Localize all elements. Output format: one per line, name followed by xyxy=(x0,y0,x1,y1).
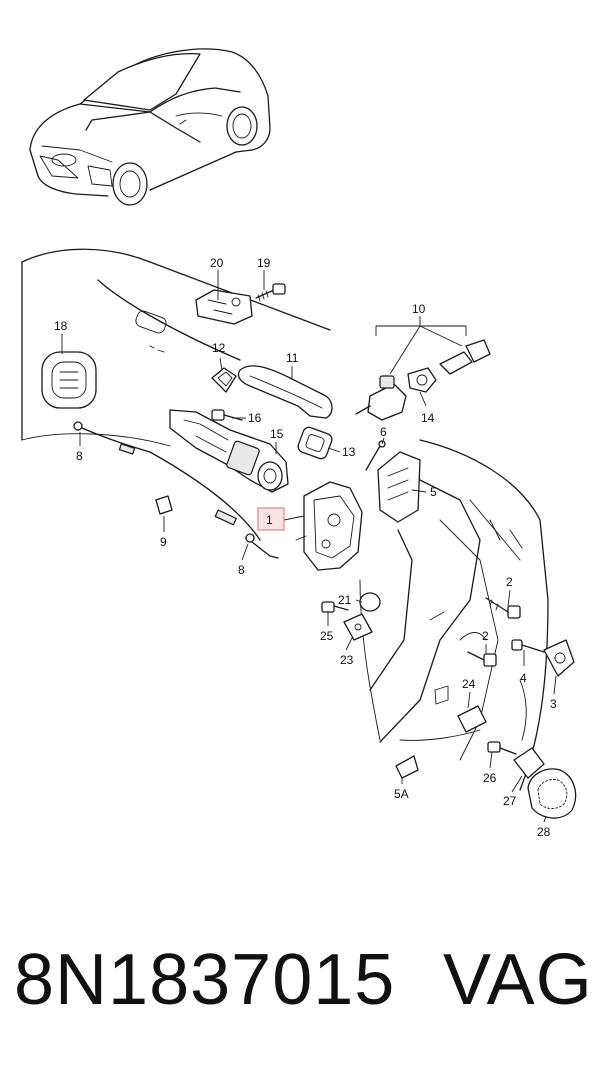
leader-lines xyxy=(61,270,557,823)
callout-5a: 5A xyxy=(394,787,409,801)
callout-6: 6 xyxy=(380,425,387,439)
callout-27: 27 xyxy=(503,794,517,808)
callout-25: 25 xyxy=(320,629,334,643)
callout-3: 3 xyxy=(550,697,557,711)
part-3-striker xyxy=(543,639,575,677)
part-23-plate xyxy=(343,613,373,641)
callout-13: 13 xyxy=(342,445,356,459)
part-4-screw xyxy=(511,639,545,653)
part-2-bolt-upper xyxy=(485,597,521,619)
callout-9: 9 xyxy=(160,535,167,549)
callout-12: 12 xyxy=(212,341,226,355)
callout-16: 16 xyxy=(248,411,262,425)
highlight-box-item-1 xyxy=(257,507,285,531)
part-8-cable-lower xyxy=(214,509,279,559)
part-27-bracket xyxy=(513,747,545,779)
part-21-plug xyxy=(359,592,381,612)
callout-21: 21 xyxy=(338,593,352,607)
car-thumbnail xyxy=(29,48,271,206)
part-16-screw xyxy=(211,409,243,421)
brand-text: VAG xyxy=(443,940,593,1020)
callout-5: 5 xyxy=(430,485,437,499)
callout-26: 26 xyxy=(483,771,497,785)
part-8-cable-upper xyxy=(73,421,261,541)
door-panel-outline xyxy=(21,248,549,791)
part-20-bracket xyxy=(195,289,253,325)
callout-19: 19 xyxy=(257,256,271,270)
callout-1: 1 xyxy=(266,513,273,527)
footer-caption: 8N1837015 VAG xyxy=(0,925,600,1035)
part-10-lock-cylinder-key xyxy=(355,339,491,421)
part-15-handle-carrier xyxy=(169,409,289,493)
callout-18: 18 xyxy=(54,319,68,333)
exploded-parts-diagram: 20 19 10 18 12 11 16 15 14 8 6 13 5 1 9 … xyxy=(21,48,577,839)
part-19-screw xyxy=(255,283,286,302)
callout-28: 28 xyxy=(537,825,551,839)
callout-20: 20 xyxy=(210,256,224,270)
part-2-bolt-lower xyxy=(467,651,497,667)
part-11-outer-handle xyxy=(237,365,333,419)
callout-8-lower: 8 xyxy=(238,563,245,577)
part-12-gasket xyxy=(211,367,237,393)
part-26-screw xyxy=(487,741,517,755)
callout-8-upper: 8 xyxy=(76,449,83,463)
part-6-rod xyxy=(365,440,386,471)
part-5a-cover xyxy=(395,755,419,779)
part-13-seal xyxy=(297,426,333,460)
part-9-clip xyxy=(155,495,173,515)
callout-labels: 20 19 10 18 12 11 16 15 14 8 6 13 5 1 9 … xyxy=(54,256,557,839)
callout-10: 10 xyxy=(412,302,426,316)
callout-2-lower: 2 xyxy=(482,629,489,643)
part-14-cylinder-cap xyxy=(407,367,437,393)
callout-15: 15 xyxy=(270,427,284,441)
part-18-trim-ring xyxy=(41,351,97,409)
part-5-bracket xyxy=(377,451,421,523)
callout-14: 14 xyxy=(421,411,435,425)
callout-4: 4 xyxy=(520,671,527,685)
part-28-seal xyxy=(527,768,577,819)
callout-23: 23 xyxy=(340,653,354,667)
part-1-lock-mechanism xyxy=(295,481,363,571)
callout-11: 11 xyxy=(286,351,299,365)
part-number-text: 8N1837015 xyxy=(14,940,396,1020)
callout-24: 24 xyxy=(462,677,476,691)
part-24-bumper xyxy=(457,705,487,733)
callout-2-upper: 2 xyxy=(506,575,513,589)
